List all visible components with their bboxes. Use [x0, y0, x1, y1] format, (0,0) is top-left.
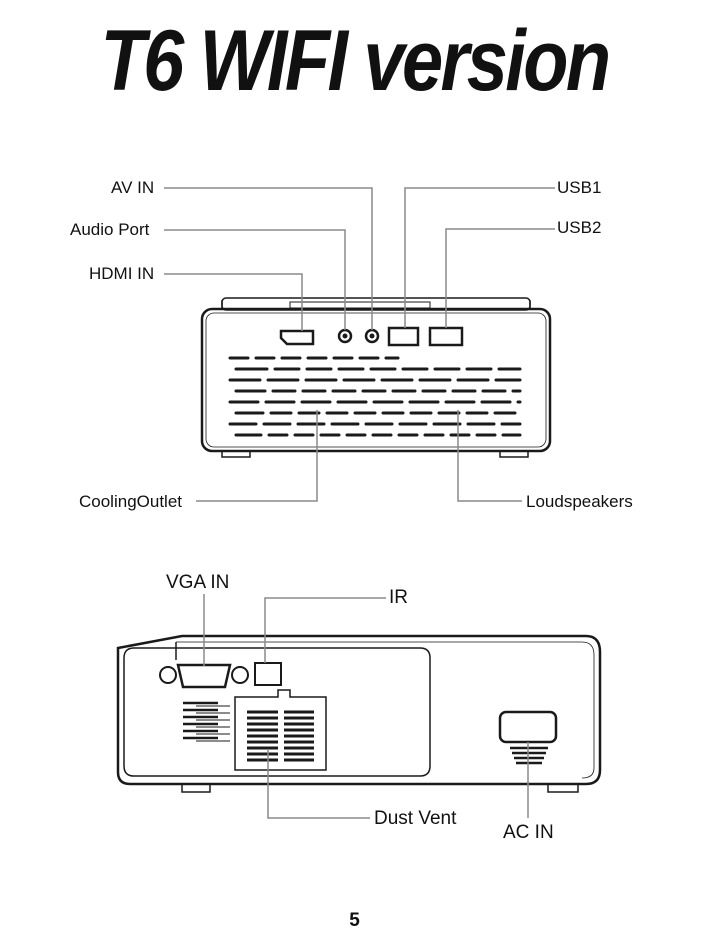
label-hdmi-in: HDMI IN — [89, 264, 155, 283]
label-usb2: USB2 — [557, 218, 602, 237]
label-ac-in: AC IN — [503, 822, 554, 843]
usb1-port — [387, 326, 420, 347]
page-title: T6 WIFI version — [100, 13, 611, 109]
ac-in-socket — [498, 710, 558, 744]
ir-sensor — [254, 662, 282, 686]
vga-port — [176, 663, 232, 689]
label-dust-vent: Dust Vent — [374, 808, 457, 829]
front-leader-lines — [164, 187, 555, 502]
label-loudspeakers: Loudspeakers — [526, 492, 633, 511]
rear-leader-lines — [203, 594, 529, 819]
hdmi-port — [279, 329, 315, 346]
usb2-port — [428, 326, 464, 347]
rear-vents — [183, 701, 548, 765]
label-usb1: USB1 — [557, 178, 602, 197]
front-vents — [228, 356, 522, 437]
label-av-in: AV IN — [111, 178, 155, 197]
page-number: 5 — [349, 910, 360, 931]
label-audio-port: Audio Port — [70, 220, 150, 239]
label-ir: IR — [389, 587, 408, 608]
label-vga-in: VGA IN — [166, 572, 230, 593]
label-cooling-outlet: CoolingOutlet — [79, 492, 183, 511]
front-view-projector — [200, 297, 552, 458]
